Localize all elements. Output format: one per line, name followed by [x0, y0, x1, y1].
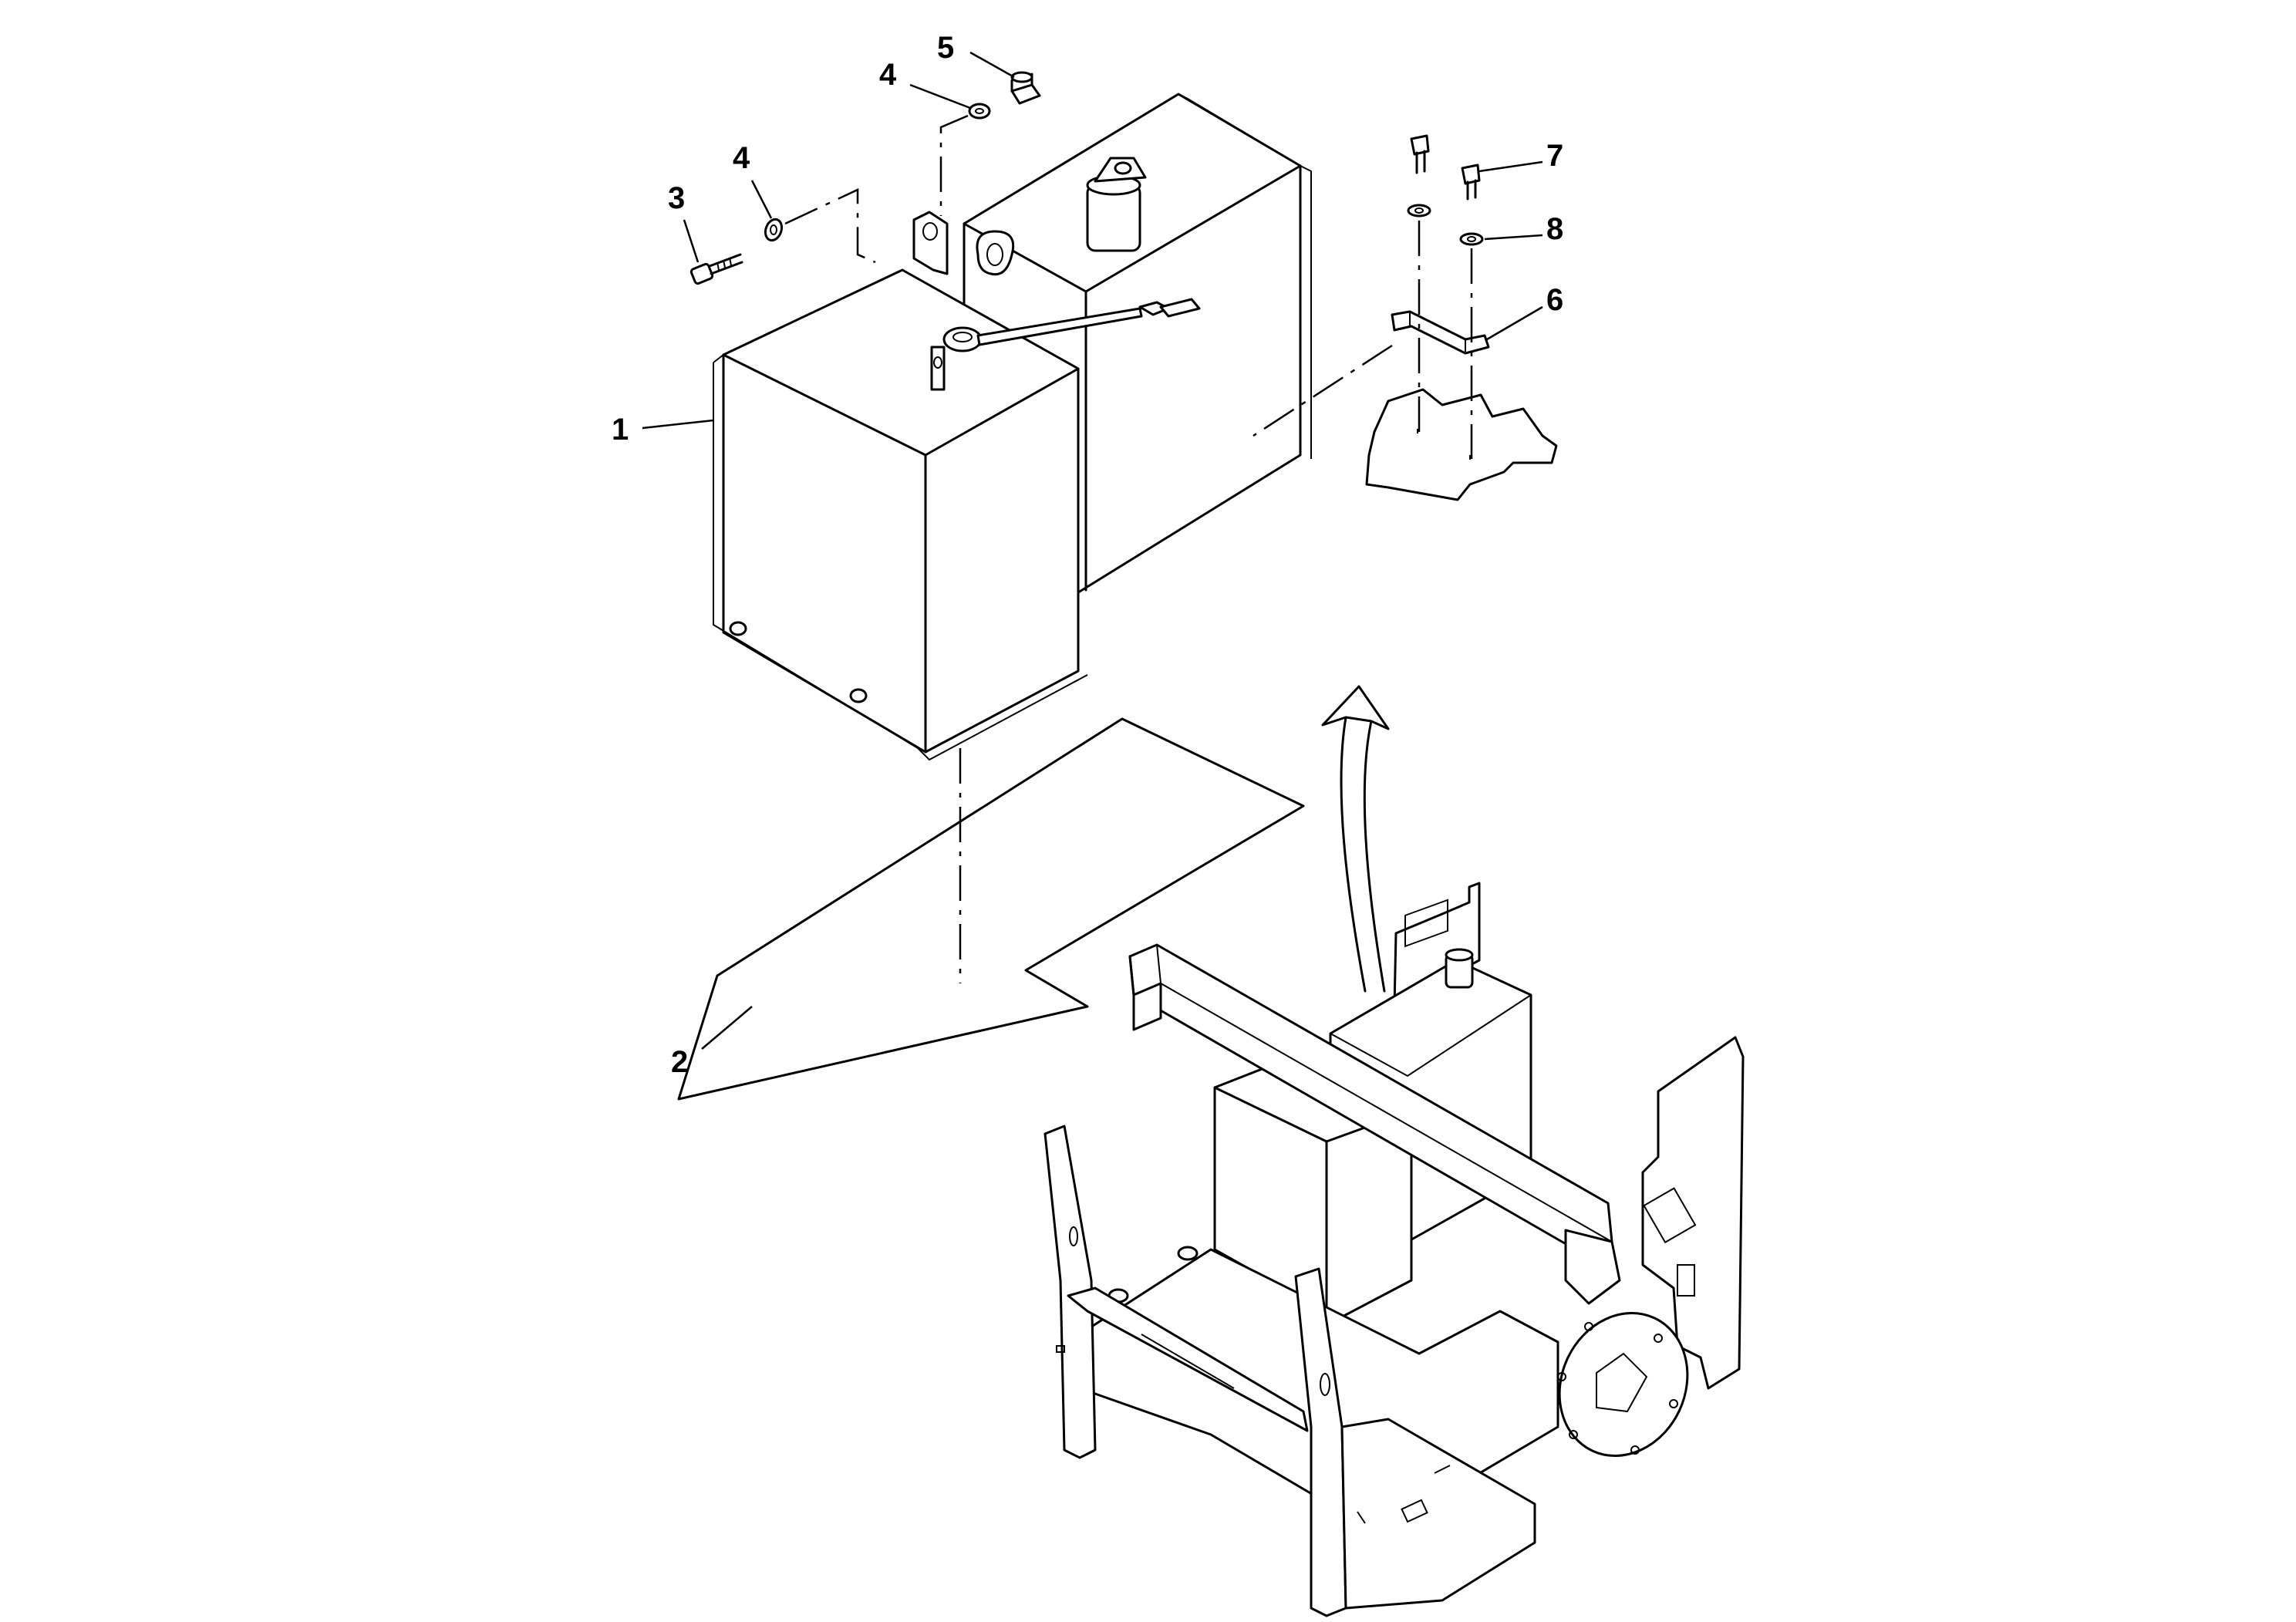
tank-front-section [713, 268, 1088, 761]
callout-6: 6 [1486, 283, 1563, 341]
svg-text:3: 3 [668, 181, 685, 215]
frame-right-plate [1641, 1036, 1745, 1390]
pad-2 [677, 717, 1305, 1101]
callout-4a: 4 [733, 141, 773, 219]
tank-assembly [713, 93, 1312, 761]
lifting-eye [976, 230, 1015, 276]
bolt-3 [689, 253, 743, 285]
assembly-line [939, 114, 969, 216]
callout-8: 8 [1484, 212, 1563, 246]
washer-8-left [1407, 204, 1431, 218]
motor-flange [1557, 1312, 1689, 1457]
callout-7: 7 [1478, 139, 1563, 173]
locator-arrow [1321, 685, 1390, 993]
level-sender [930, 298, 1201, 391]
washer-4-left [764, 218, 784, 242]
nut-5 [1010, 71, 1041, 105]
svg-text:2: 2 [671, 1045, 688, 1079]
machine-frame [1043, 882, 1745, 1617]
assembly-line [1253, 344, 1393, 437]
frame-left-plate [1043, 1125, 1097, 1459]
svg-text:4: 4 [733, 141, 750, 175]
callout-1: 1 [612, 413, 714, 447]
svg-text:5: 5 [937, 31, 954, 65]
bracket-6 [1391, 310, 1490, 355]
svg-text:4: 4 [879, 58, 897, 92]
callout-5: 5 [937, 31, 1015, 79]
callout-2: 2 [671, 1006, 753, 1079]
svg-text:1: 1 [612, 413, 629, 447]
svg-text:7: 7 [1546, 139, 1563, 173]
filler-cap [1086, 157, 1147, 252]
bolt-7-right [1461, 164, 1481, 201]
washer-8-right [1459, 232, 1484, 246]
svg-text:8: 8 [1546, 212, 1563, 246]
bolt-7-left [1410, 134, 1430, 174]
assembly-line [784, 188, 876, 264]
washer-4-top [968, 103, 991, 120]
callout-3: 3 [668, 181, 700, 263]
svg-text:6: 6 [1546, 283, 1563, 317]
drain-plug [849, 688, 868, 703]
drain-plug [729, 621, 747, 636]
frame-centre-plate [1294, 1267, 1347, 1617]
floor-plate [1365, 388, 1558, 501]
callout-4b: 4 [879, 58, 971, 110]
mounting-tab [912, 211, 949, 275]
